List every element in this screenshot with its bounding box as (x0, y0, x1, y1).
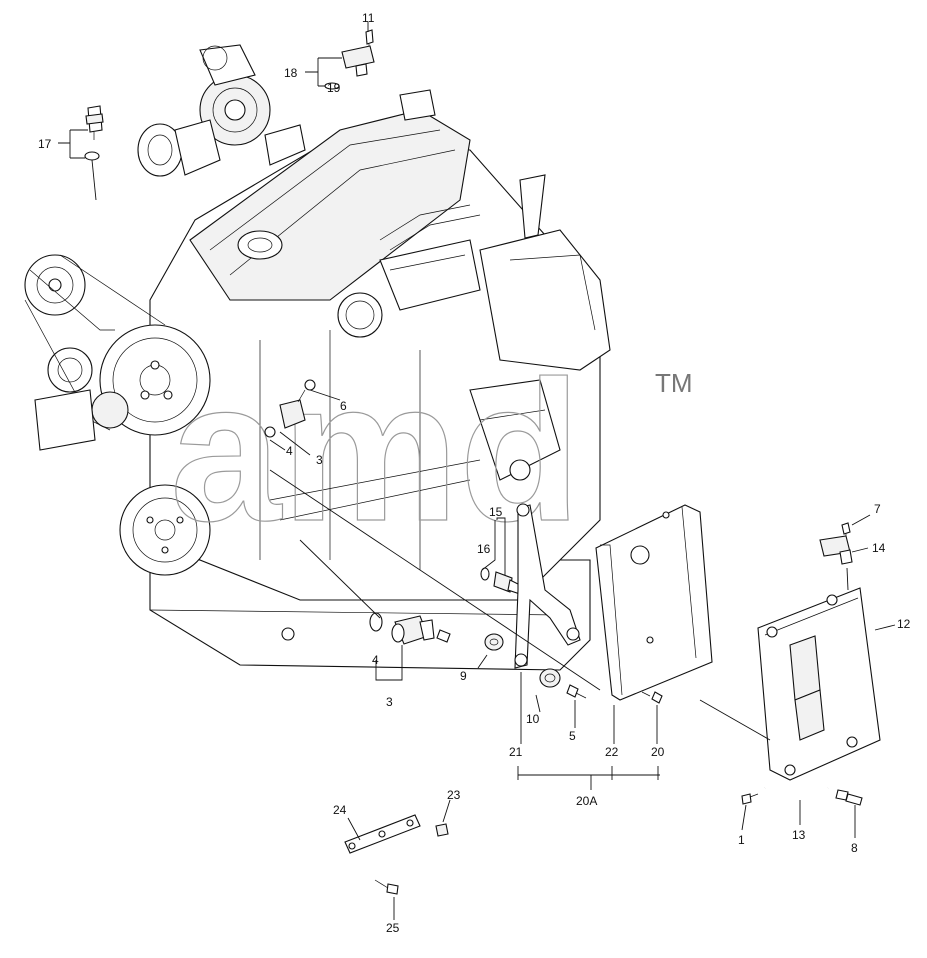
callout-labels: 11 18 19 17 6 4 3 15 16 4 3 9 10 5 21 22… (38, 11, 911, 935)
part-22-mounting-plate (595, 504, 713, 701)
callout-20: 20 (651, 745, 665, 759)
turbocharger (137, 44, 306, 177)
part-25-bolt (374, 879, 399, 895)
part-21-bracket (514, 503, 581, 669)
part-12-ecu (757, 587, 881, 781)
callout-20A: 20A (576, 794, 597, 808)
part-23-nut (435, 823, 449, 837)
trademark-symbol: TM (655, 368, 693, 398)
callout-10: 10 (526, 712, 540, 726)
watermark-text: amd (170, 340, 581, 563)
crankshaft-damper (119, 484, 211, 576)
callout-4a: 4 (286, 444, 293, 458)
part-9-spacer (484, 633, 504, 651)
callout-4b: 4 (372, 653, 379, 667)
callout-16: 16 (477, 542, 491, 556)
part-14-sensor (819, 535, 853, 565)
callout-19: 19 (327, 81, 341, 95)
part-17-temperature-sensor (84, 105, 104, 161)
front-pulleys (24, 254, 211, 451)
callout-9: 9 (460, 669, 467, 683)
callout-6: 6 (340, 399, 347, 413)
callout-24: 24 (333, 803, 347, 817)
callout-23: 23 (447, 788, 461, 802)
part-13-hose (764, 784, 829, 798)
callout-22: 22 (605, 745, 619, 759)
part-20-bolt (641, 691, 663, 704)
part-7-bolt (841, 522, 851, 542)
watermark: amd TM (169, 339, 693, 563)
engine-assembly (24, 44, 611, 671)
callout-13: 13 (792, 828, 806, 842)
part-8-fitting (835, 789, 863, 806)
callout-12: 12 (897, 617, 911, 631)
callout-17: 17 (38, 137, 52, 151)
part-3-crank-sensor (391, 615, 451, 645)
part-1-bolt (741, 793, 759, 805)
callout-5: 5 (569, 729, 576, 743)
part-18-map-sensor (341, 45, 375, 77)
part-10-isolator (539, 668, 561, 688)
callout-21: 21 (509, 745, 523, 759)
callout-25: 25 (386, 921, 400, 935)
part-5-bolt (566, 684, 587, 699)
part-4-o-ring (369, 612, 383, 632)
leader-lines (58, 22, 896, 920)
callout-11: 11 (362, 11, 375, 25)
callout-15: 15 (489, 505, 503, 519)
part-24-bracket (344, 814, 421, 854)
callout-8: 8 (851, 841, 858, 855)
callout-18: 18 (284, 66, 298, 80)
callout-1: 1 (738, 833, 745, 847)
callout-3b: 3 (386, 695, 393, 709)
callout-3a: 3 (316, 453, 323, 467)
callout-7: 7 (874, 502, 881, 516)
callout-14: 14 (872, 541, 886, 555)
